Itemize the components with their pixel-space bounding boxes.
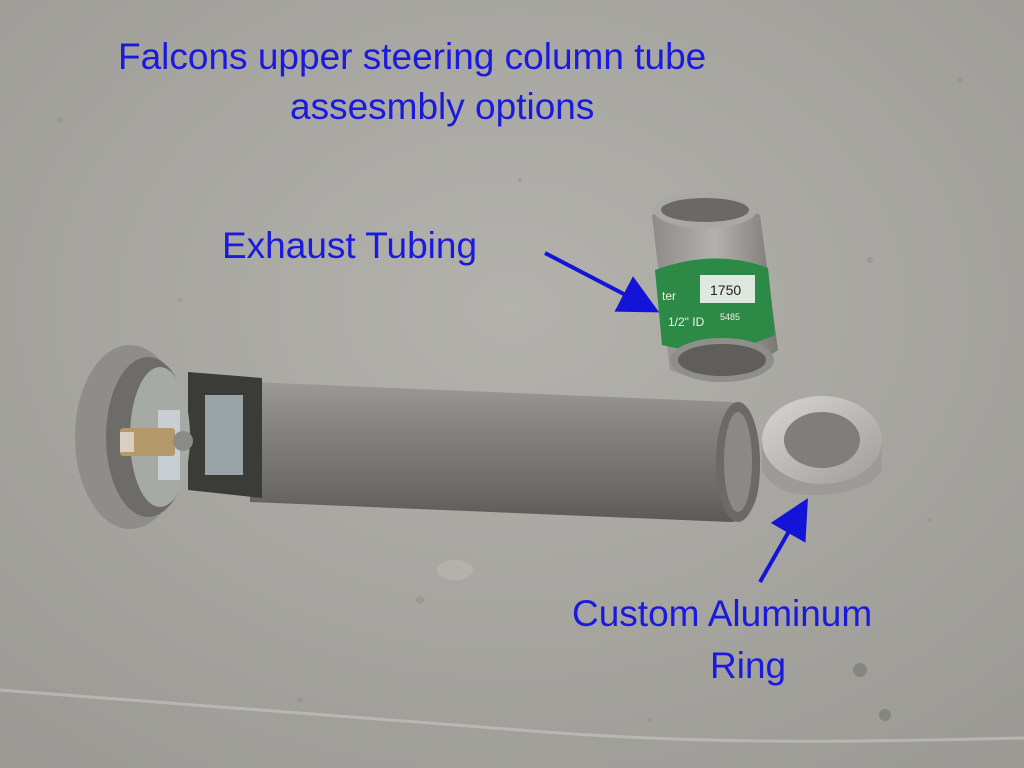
exhaust-label-partnumber: 1750	[710, 282, 741, 298]
floor-speckles	[57, 77, 963, 722]
steering-column-tube	[75, 345, 760, 529]
exhaust-arrow	[544, 251, 660, 313]
title-line-2: assesmbly options	[290, 86, 595, 127]
exhaust-tubing-callout: Exhaust Tubing	[222, 225, 478, 266]
exhaust-tubing: 1750 ter 1/2" ID 5485	[652, 192, 778, 382]
exhaust-label-brand: ter	[662, 289, 676, 303]
ring-arrow	[758, 498, 808, 583]
exhaust-label-size: 1/2" ID	[668, 315, 705, 329]
exhaust-label-code: 5485	[720, 312, 740, 322]
aluminum-ring-callout-line2: Ring	[710, 645, 787, 686]
floor-crack	[0, 688, 1024, 743]
aluminum-ring	[762, 396, 882, 496]
title-line-1: Falcons upper steering column tube	[118, 36, 707, 77]
exhaust-label-sticker	[655, 258, 775, 351]
aluminum-ring-callout-line1: Custom Aluminum	[572, 593, 873, 634]
